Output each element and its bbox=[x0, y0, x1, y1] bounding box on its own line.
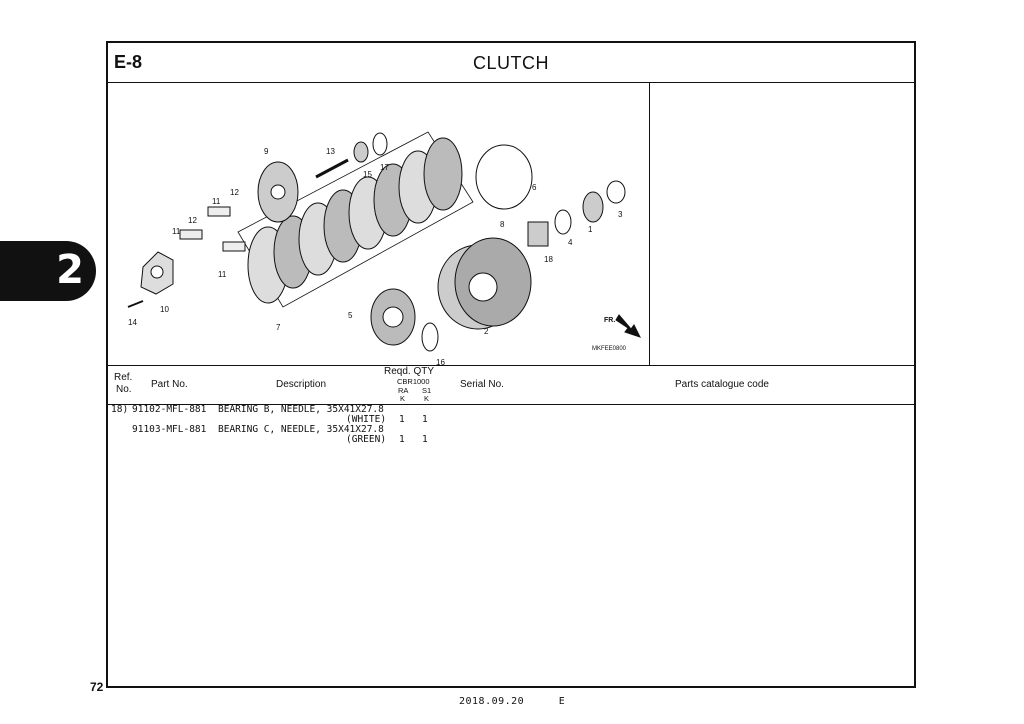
section-code: E-8 bbox=[114, 52, 143, 72]
callout-12b: 12 bbox=[188, 216, 197, 225]
section-tab: 2 bbox=[0, 241, 96, 301]
row-desc: BEARING C, NEEDLE, 35X41X27.8 bbox=[218, 424, 384, 435]
header-no: No. bbox=[116, 384, 132, 395]
callout-11b: 11 bbox=[172, 227, 181, 236]
row-qty-ra: 1 bbox=[399, 434, 405, 445]
header-serial-no: Serial No. bbox=[460, 379, 504, 390]
row-desc-color: (GREEN) bbox=[346, 434, 387, 445]
callout-11c: 11 bbox=[218, 270, 227, 279]
section-title: CLUTCH bbox=[472, 53, 549, 73]
callout-15: 15 bbox=[363, 170, 372, 179]
header-description: Description bbox=[276, 379, 327, 390]
callout-11a: 11 bbox=[212, 197, 221, 206]
header-model: CBR1000 bbox=[397, 377, 430, 386]
callout-6: 6 bbox=[532, 183, 537, 192]
callout-7: 7 bbox=[276, 323, 281, 332]
header-s1: S1 bbox=[422, 386, 432, 395]
row-qty-ra: 1 bbox=[399, 414, 405, 425]
footer-date: 2018.09.20 bbox=[459, 696, 525, 707]
header-catalogue: Parts catalogue code bbox=[675, 379, 769, 390]
callout-4: 4 bbox=[568, 238, 573, 247]
header-k-ra: K bbox=[400, 394, 406, 403]
table-header: Ref. No. Part No. Description Reqd. QTY … bbox=[108, 365, 914, 405]
callout-14: 14 bbox=[128, 318, 137, 327]
callout-5: 5 bbox=[348, 311, 353, 320]
callout-12a: 12 bbox=[230, 188, 239, 197]
row-desc-color: (WHITE) bbox=[346, 414, 387, 425]
callout-9: 9 bbox=[264, 147, 269, 156]
row-qty-s1: 1 bbox=[422, 434, 428, 445]
header: E-8 CLUTCH bbox=[108, 43, 914, 83]
row-desc: BEARING B, NEEDLE, 35X41X27.8 bbox=[218, 404, 384, 415]
exploded-diagram: 1 2 3 4 5 6 7 8 9 10 11 11 11 12 12 13 1… bbox=[108, 82, 650, 365]
callout-8: 8 bbox=[500, 220, 505, 229]
clutch-plates bbox=[247, 137, 463, 304]
callout-18: 18 bbox=[544, 255, 553, 264]
page-frame: E-8 CLUTCH bbox=[106, 41, 916, 688]
callout-10: 10 bbox=[160, 305, 169, 314]
callout-3: 3 bbox=[618, 210, 623, 219]
section-tab-number: 2 bbox=[56, 247, 84, 293]
callout-2: 2 bbox=[484, 327, 489, 336]
page-number: 72 bbox=[90, 680, 104, 694]
callout-16: 16 bbox=[436, 358, 445, 365]
footer-lang: E bbox=[558, 696, 566, 707]
callout-13: 13 bbox=[326, 147, 335, 156]
row-part-no: 91103-MFL-881 bbox=[132, 424, 207, 435]
row-part-no: 91102-MFL-881 bbox=[132, 404, 207, 415]
header-ra: RA bbox=[398, 386, 409, 395]
callout-17: 17 bbox=[380, 163, 389, 172]
row-qty-s1: 1 bbox=[422, 414, 428, 425]
callout-1: 1 bbox=[588, 225, 593, 234]
row-ref: 18) bbox=[111, 404, 129, 415]
header-k-s1: K bbox=[424, 394, 430, 403]
diagram-ref-code: MKFEE0800 bbox=[592, 346, 627, 352]
header-reqd-qty: Reqd. QTY bbox=[384, 366, 435, 377]
fr-label: FR. bbox=[604, 317, 615, 324]
clutch-exploded-view: 1 2 3 4 5 6 7 8 9 10 11 11 11 12 12 13 1… bbox=[127, 131, 641, 365]
footer: 2018.09.20 E bbox=[459, 696, 565, 707]
header-ref: Ref. bbox=[114, 372, 133, 383]
header-part-no: Part No. bbox=[151, 379, 188, 390]
